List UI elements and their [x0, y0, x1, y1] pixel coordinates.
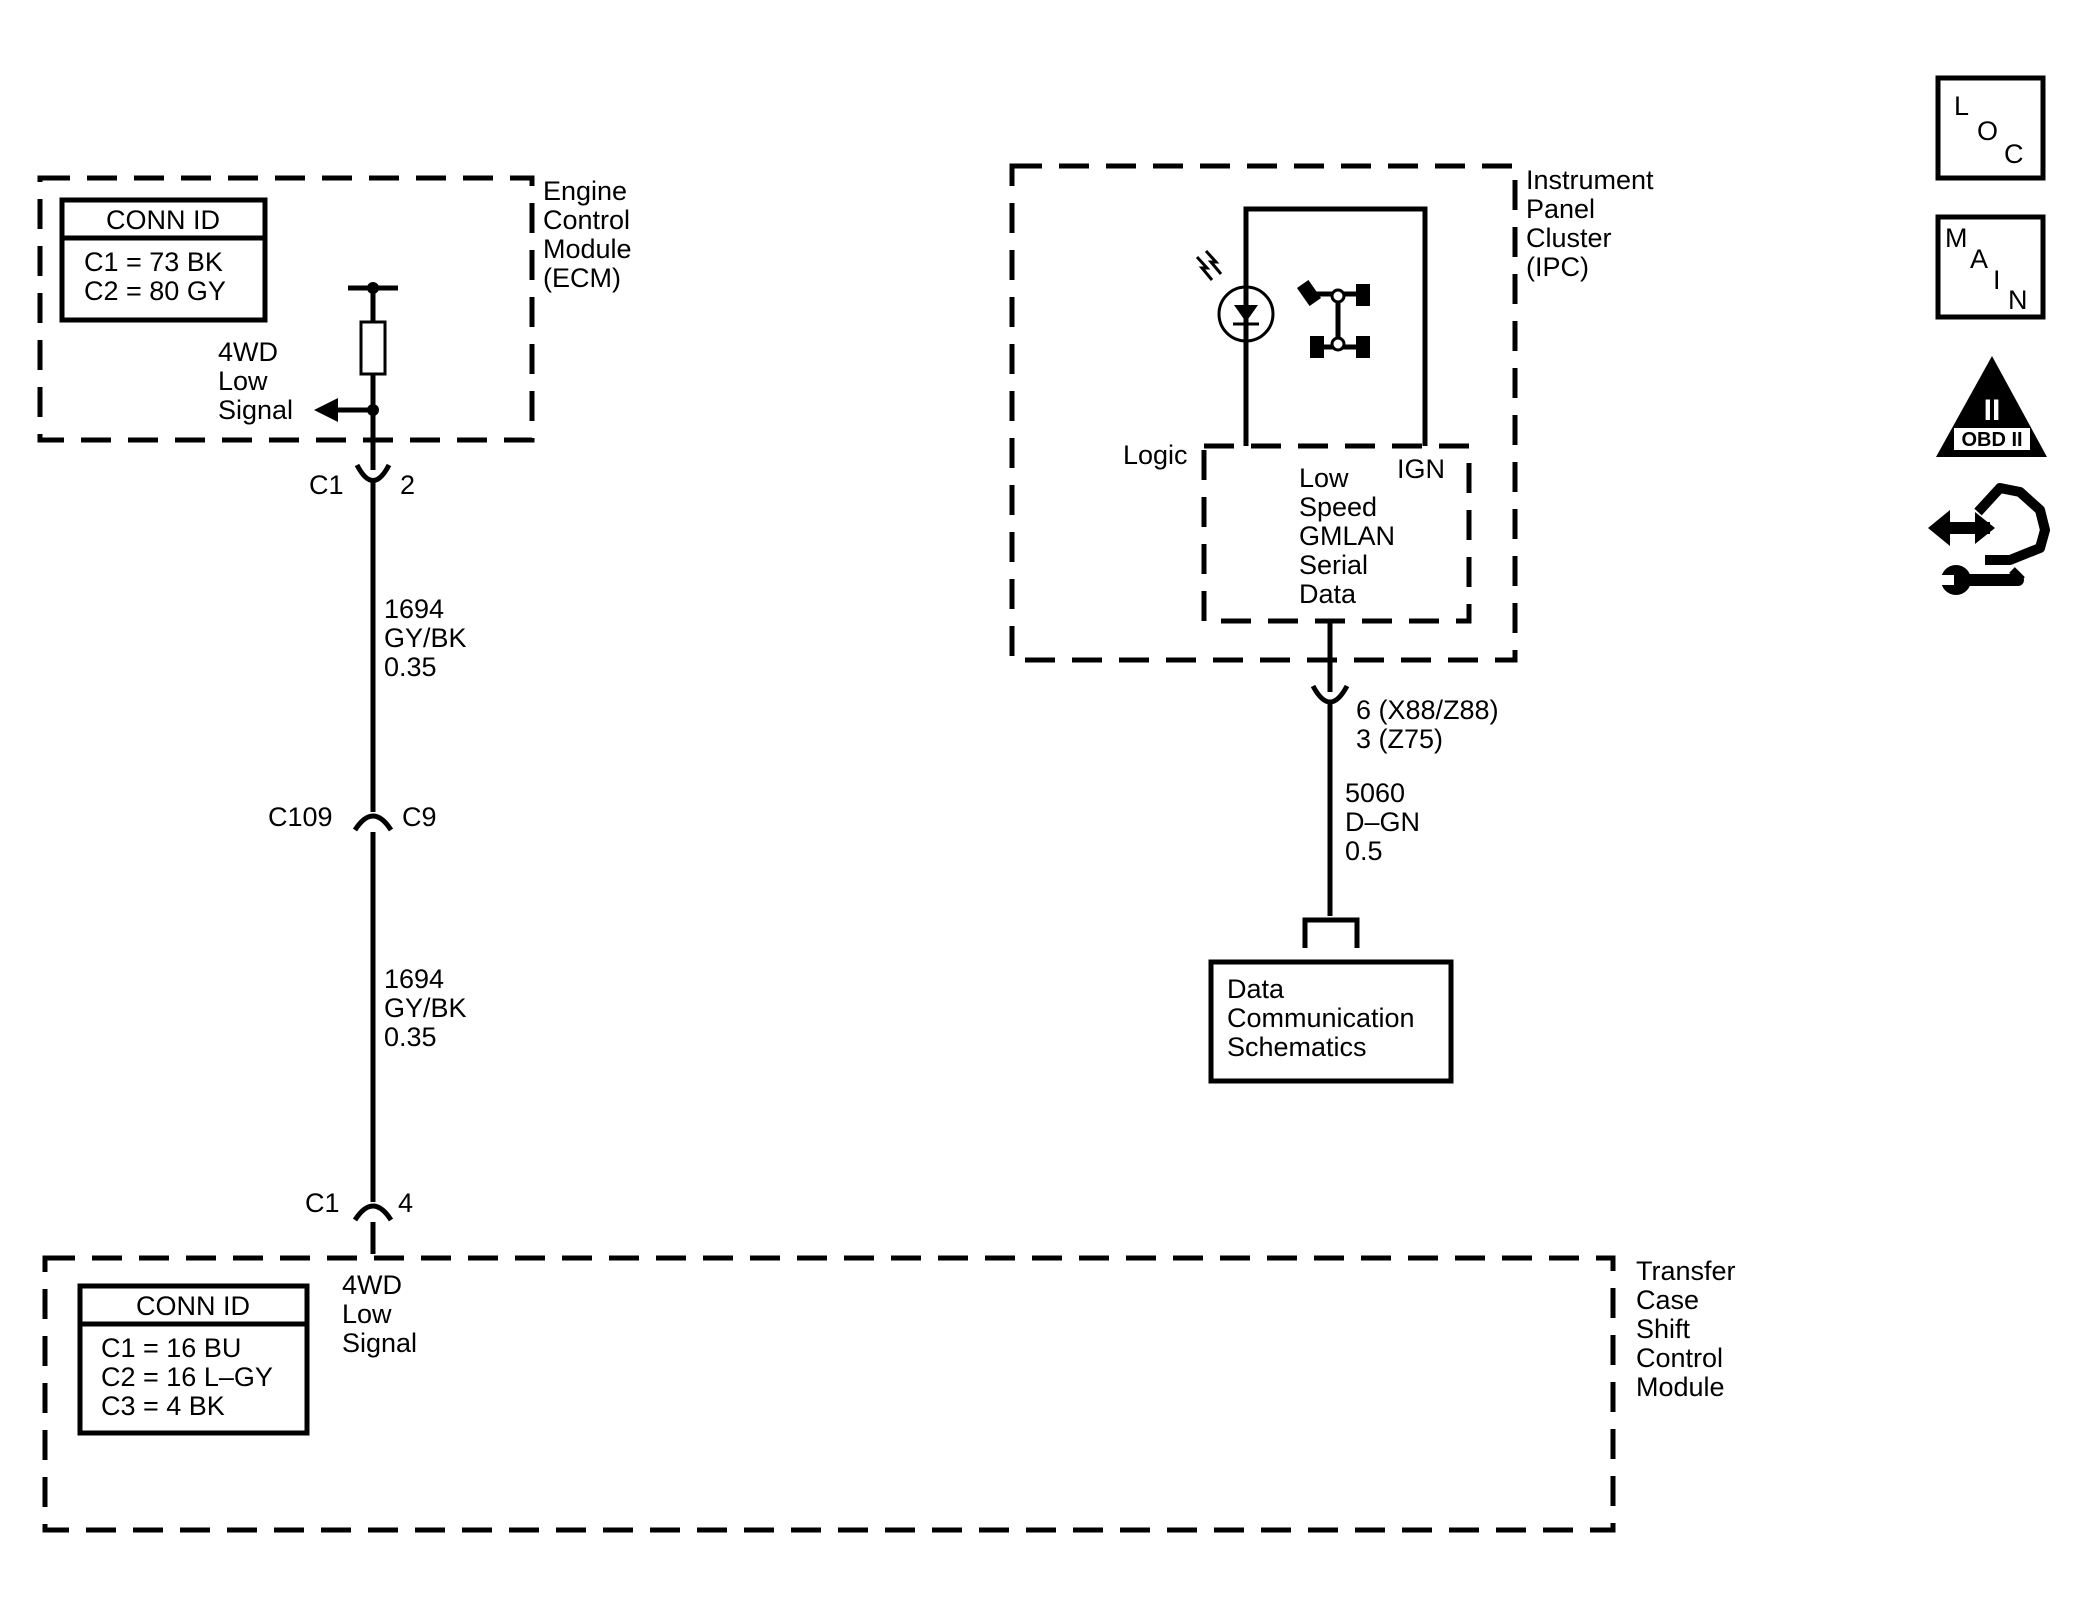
tcscm-conn-id-row: C3 = 4 BK: [101, 1391, 225, 1421]
ecm-connector-name: C1: [309, 470, 344, 500]
ecm-connector: C1 2: [309, 440, 415, 500]
diagnostic-connector-icon: [1928, 483, 2050, 565]
main-button[interactable]: M A I N: [1935, 214, 2046, 320]
ecm-internal-circuit: [314, 282, 398, 440]
inline-connector-right: C9: [402, 802, 437, 832]
obd-ii-numeral: II: [1984, 394, 2001, 427]
signal-arrow: [314, 398, 338, 422]
ecm-boundary: [37, 175, 535, 443]
pull-up-resistor: [359, 320, 387, 376]
diagnostic-tool-button[interactable]: [1928, 483, 2050, 595]
ipc-name: Instrument Panel Cluster (IPC): [1526, 165, 1661, 282]
main-letter: N: [2008, 285, 2028, 315]
tcscm-name: Transfer Case Shift Control Module: [1636, 1256, 1743, 1402]
tcscm-signal-label: 4WD Low Signal: [342, 1270, 417, 1358]
ipc-module: Instrument Panel Cluster (IPC): [1009, 163, 1661, 663]
ecm-conn-id-table: CONN ID C1 = 73 BK C2 = 80 GY: [59, 197, 268, 323]
tcscm-conn-id-row: C1 = 16 BU: [101, 1333, 241, 1363]
loc-button[interactable]: L O C: [1935, 75, 2046, 181]
ipc-logic-label: Logic: [1123, 440, 1188, 470]
ipc-serial-data-boundary: [1201, 443, 1472, 624]
ecm-conn-id-row: C2 = 80 GY: [84, 276, 226, 306]
tcscm-connector-name: C1: [305, 1188, 340, 1218]
ecm-conn-id-row: C1 = 73 BK: [84, 247, 223, 277]
loc-letter: O: [1977, 116, 1998, 146]
inline-connector-c109: C109 C9: [268, 802, 437, 857]
indicator-lamp-led-icon: [1217, 285, 1275, 343]
tcscm-connector-pin: 4: [398, 1188, 413, 1218]
wire1-label: 1694 GY/BK 0.35: [384, 594, 474, 682]
ipc-connector-pins: 6 (X88/Z88) 3 (Z75): [1356, 695, 1506, 754]
tcscm-module: Transfer Case Shift Control Module 4WD L…: [42, 1255, 1743, 1533]
ecm-name: Engine Control Module (ECM): [543, 176, 639, 293]
ipc-serial-data-label: Low Speed GMLAN Serial Data: [1299, 463, 1403, 609]
obd-ii-label: OBD II: [1961, 429, 2022, 451]
main-letter: A: [1970, 244, 1988, 274]
loc-letter: L: [1954, 91, 1969, 121]
tcscm-conn-id-table: CONN ID C1 = 16 BU C2 = 16 L–GY C3 = 4 B…: [77, 1283, 310, 1436]
tcscm-conn-id-title: CONN ID: [136, 1291, 250, 1321]
data-communication-schematics-link[interactable]: Data Communication Schematics: [1208, 917, 1454, 1084]
ecm-module: Engine Control Module (ECM) CONN ID C1 =…: [37, 175, 639, 443]
ecm-signal-label: 4WD Low Signal: [218, 337, 293, 425]
wrench-icon: [1940, 565, 2025, 595]
inline-connector-left: C109: [268, 802, 333, 832]
four-wheel-drive-icon: [1296, 279, 1370, 358]
tcscm-connector: C1 4: [305, 1188, 413, 1254]
main-letter: M: [1945, 223, 1968, 253]
ipc-ign-label: IGN: [1397, 454, 1445, 484]
loc-letter: C: [2004, 139, 2024, 169]
ipc-indicator-circuit: [1195, 206, 1428, 446]
main-letter: I: [1993, 265, 2001, 295]
wire2-label: 1694 GY/BK 0.35: [384, 964, 474, 1052]
tcscm-boundary: [42, 1255, 1616, 1533]
data-communication-label: Data Communication Schematics: [1227, 974, 1422, 1062]
ipc-boundary: [1009, 163, 1518, 663]
wire3-label: 5060 D–GN 0.5: [1345, 778, 1428, 866]
ipc-connector: 6 (X88/Z88) 3 (Z75): [1310, 622, 1506, 754]
ecm-conn-id-title: CONN ID: [106, 205, 220, 235]
ecm-connector-pin: 2: [400, 470, 415, 500]
tcscm-conn-id-row: C2 = 16 L–GY: [101, 1362, 273, 1392]
light-emission-icon: [1195, 249, 1223, 281]
obd-ii-button[interactable]: OBD II II: [1936, 356, 2047, 457]
